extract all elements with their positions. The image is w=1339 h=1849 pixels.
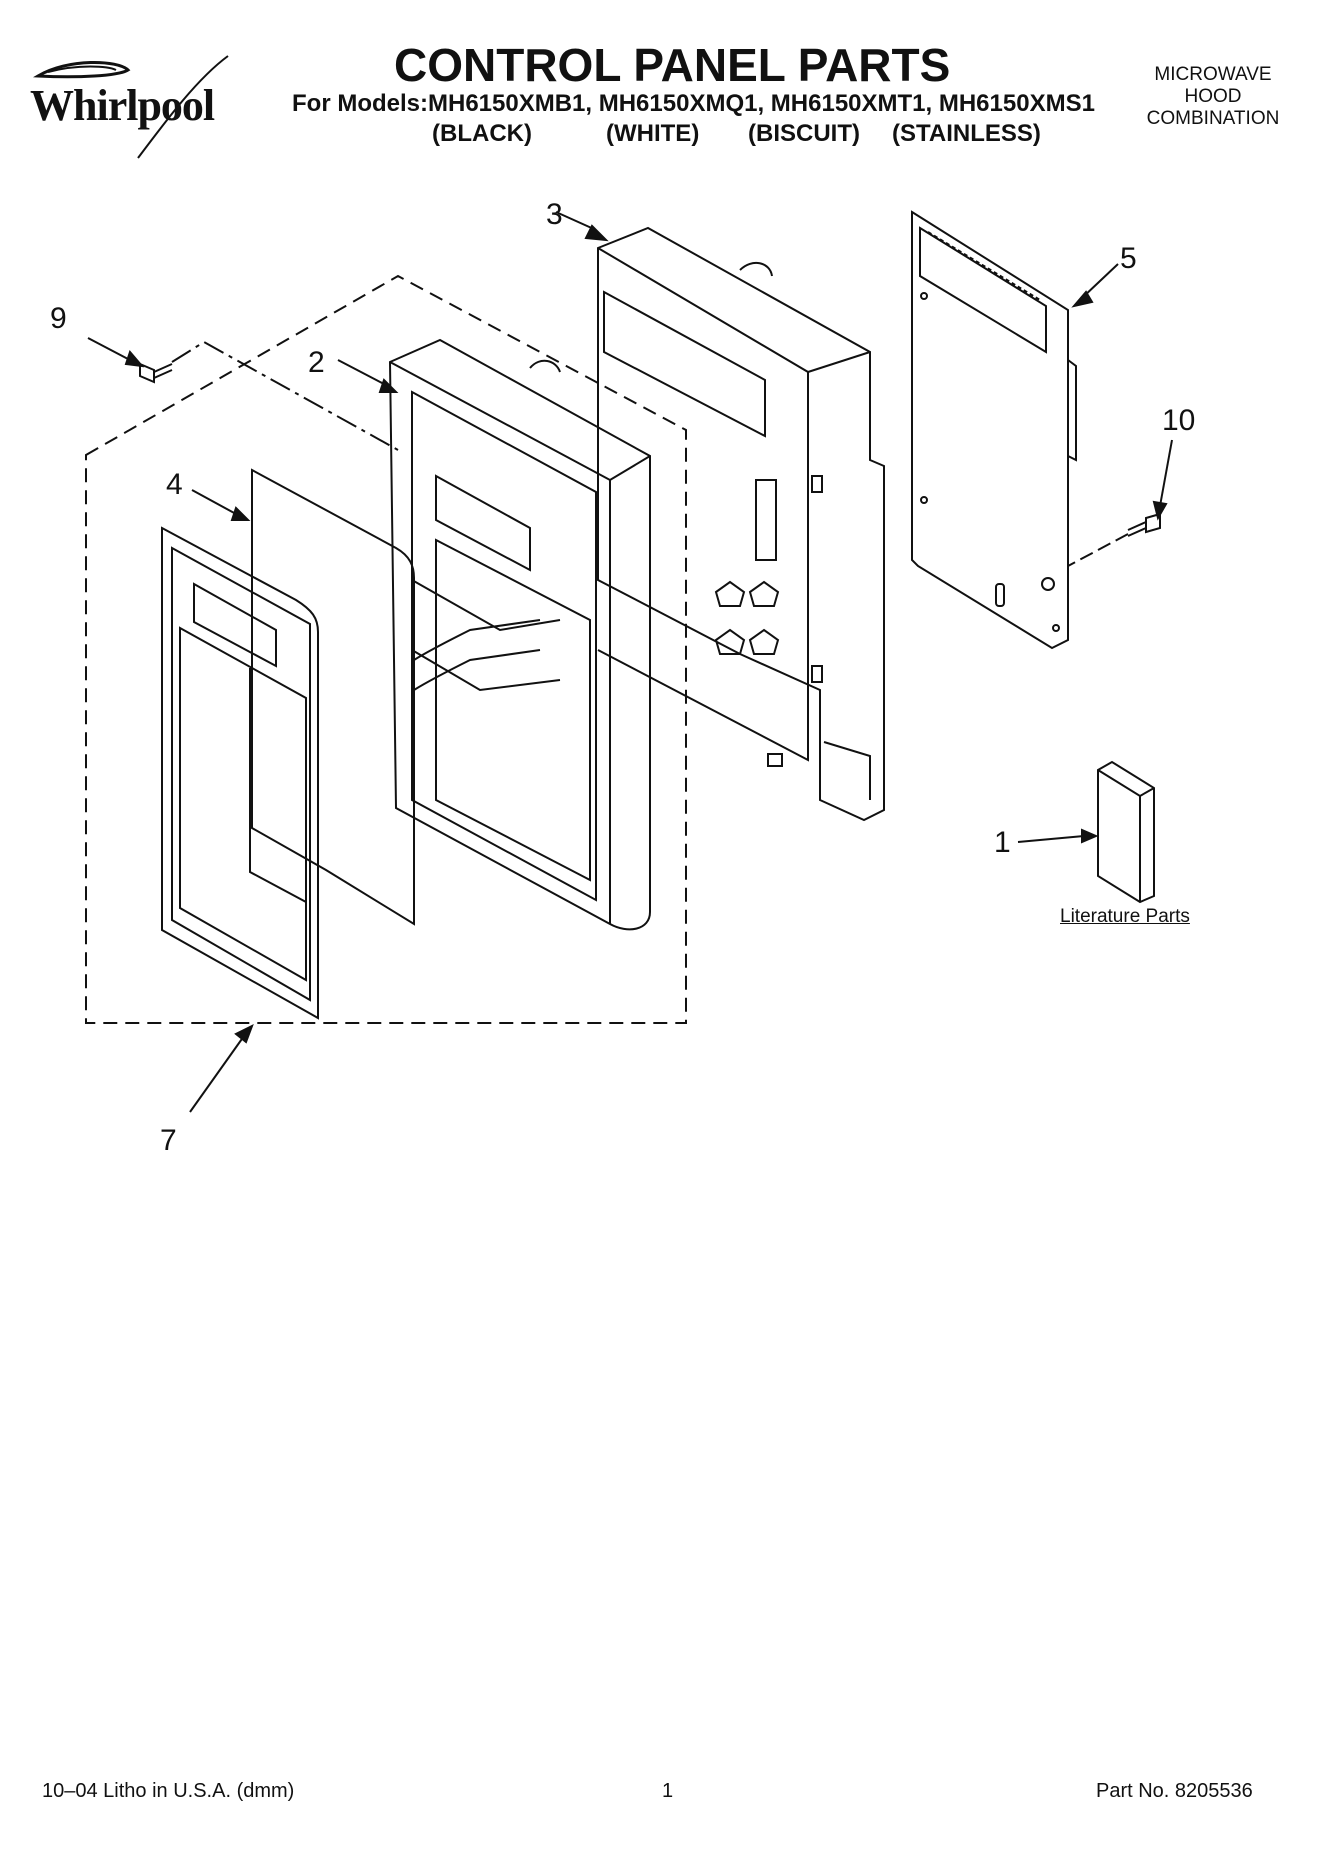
ribbon-cable bbox=[413, 619, 541, 661]
callout-7: 7 bbox=[160, 1124, 177, 1157]
part-7-keypad-overlay bbox=[161, 526, 319, 1020]
variant-stainless: (STAINLESS) bbox=[892, 120, 1041, 147]
part-9-screw bbox=[139, 362, 173, 384]
part-5-control-board bbox=[911, 210, 1077, 650]
leader-arrows bbox=[87, 211, 1173, 1113]
part-4-membrane bbox=[251, 468, 415, 926]
part-2-panel-frame bbox=[388, 338, 651, 931]
footer-print-info: 10–04 Litho in U.S.A. (dmm) bbox=[42, 1780, 295, 1802]
part-10-screw bbox=[1127, 512, 1161, 537]
brand-wordmark: Whirlpool bbox=[30, 81, 215, 130]
category-line-3: COMBINATION bbox=[1146, 108, 1280, 129]
callout-5: 5 bbox=[1120, 242, 1137, 275]
callout-4: 4 bbox=[166, 468, 183, 501]
callout-3: 3 bbox=[546, 198, 563, 231]
footer-page-number: 1 bbox=[662, 1780, 674, 1802]
part-1-literature-box bbox=[1097, 760, 1155, 904]
callout-10: 10 bbox=[1162, 404, 1195, 437]
variant-white: (WHITE) bbox=[606, 120, 700, 147]
whirlpool-logo bbox=[32, 55, 229, 159]
category-line-1: MICROWAVE bbox=[1154, 64, 1272, 85]
product-category: MICROWAVE HOOD COMBINATION bbox=[1118, 64, 1308, 130]
part-3-housing bbox=[597, 226, 885, 822]
variant-biscuit: (BISCUIT) bbox=[748, 120, 860, 147]
category-line-2: HOOD bbox=[1184, 86, 1242, 107]
literature-parts-label: Literature Parts bbox=[1060, 906, 1190, 927]
callout-9: 9 bbox=[50, 302, 67, 335]
models-line: For Models:MH6150XMB1, MH6150XMQ1, MH615… bbox=[292, 90, 1095, 117]
footer-part-number: Part No. 8205536 bbox=[1096, 1780, 1253, 1802]
assembly-boundary bbox=[85, 274, 687, 1024]
callout-2: 2 bbox=[308, 346, 325, 379]
variant-black: (BLACK) bbox=[432, 120, 532, 147]
page-title: CONTROL PANEL PARTS bbox=[394, 39, 951, 91]
callout-1: 1 bbox=[994, 826, 1011, 859]
